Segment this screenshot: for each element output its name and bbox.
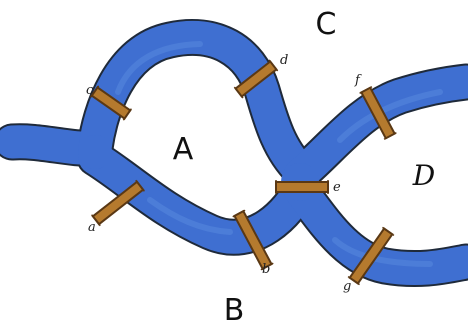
bridge-labels: c d f a e b g	[86, 53, 362, 294]
bridges-layer	[89, 59, 397, 286]
river-west-junction	[78, 135, 112, 169]
river-upper-shine	[115, 41, 203, 95]
bridge-b	[232, 209, 274, 271]
bridge-label-d: d	[280, 53, 288, 68]
river-northeast-channel-fill	[283, 65, 468, 192]
bridge-d	[233, 59, 279, 99]
river-lower-shine	[147, 197, 233, 235]
bridge-label-e: e	[333, 180, 341, 195]
bridge-label-f: f	[354, 73, 362, 88]
region-label-b: B	[224, 293, 245, 323]
river-fill-layer	[0, 20, 468, 286]
bridge-g	[347, 226, 395, 286]
bridge-label-b: b	[262, 262, 270, 277]
region-label-d: D	[412, 159, 435, 192]
region-labels: A B C D	[173, 7, 435, 323]
bridge-f	[359, 86, 397, 140]
bridge-a	[91, 179, 145, 227]
river-ne-shine	[337, 89, 443, 143]
bridge-c	[89, 85, 133, 121]
bridge-label-c: c	[86, 83, 94, 98]
bridge-label-a: a	[88, 220, 96, 235]
bridge-e	[275, 180, 329, 194]
river-southeast-channel-fill	[283, 173, 468, 286]
river-shine-layer	[115, 41, 443, 267]
bridge-label-g: g	[343, 279, 351, 294]
river-upper-arm-fill	[78, 20, 317, 187]
region-label-c: C	[316, 7, 337, 42]
region-label-a: A	[173, 132, 194, 167]
river-lower-arm-fill	[78, 141, 317, 254]
bridge-e-deck	[275, 181, 329, 193]
